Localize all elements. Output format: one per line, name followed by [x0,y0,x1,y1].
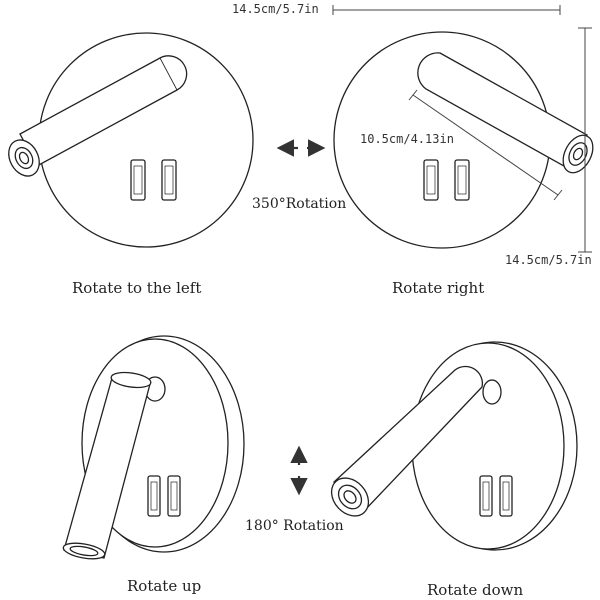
wall-plate [411,342,565,550]
vertical-rotation-label: 180° Rotation [245,518,344,534]
caption-rotate-down: Rotate down [427,581,524,599]
lamp-top-left [8,32,254,248]
lamp-bottom-left [62,335,245,560]
lamp-top-right [333,31,594,249]
arm-length-dimension-label: 10.5cm/4.13in [360,132,454,146]
lamp-arm [19,55,188,167]
pivot-knob [482,379,502,405]
caption-rotate-up: Rotate up [127,577,202,595]
caption-rotate-left: Rotate to the left [72,279,202,297]
horizontal-rotation-label: 350°Rotation [252,196,347,212]
caption-rotate-right: Rotate right [392,279,485,297]
lamp-arm [417,52,588,171]
lamp-bottom-right [330,341,578,551]
width-dimension-label: 14.5cm/5.7in [232,2,319,16]
arm-length-dimension-line [412,94,559,196]
height-dimension-label: 14.5cm/5.7in [505,253,592,267]
dimension-lines [332,5,592,253]
lamp-arm [333,365,484,511]
